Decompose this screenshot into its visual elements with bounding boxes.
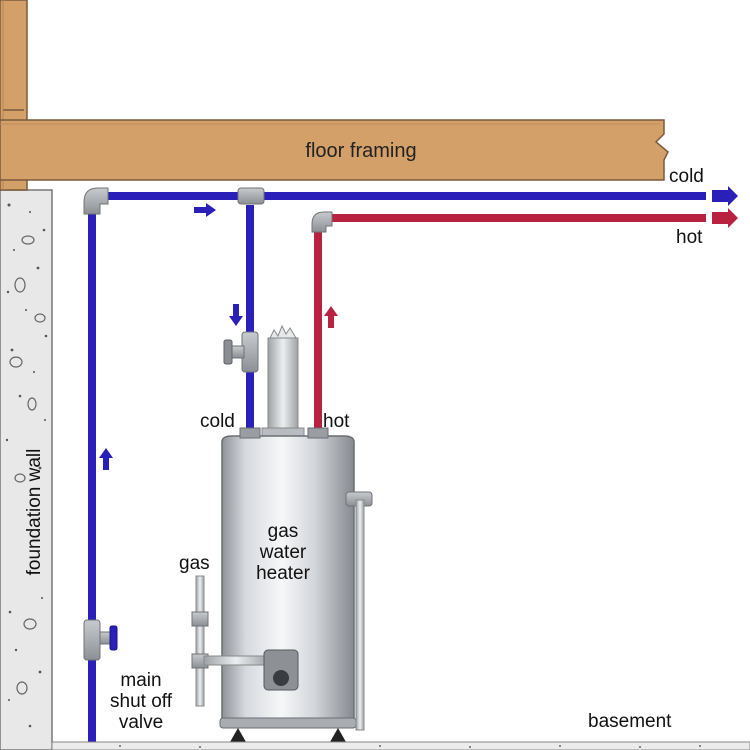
water-heater — [219, 427, 357, 742]
pipe-fittings — [83, 187, 333, 233]
cold-flow-up-arrow-icon — [99, 448, 113, 470]
hot-supply-label: hot — [676, 227, 703, 248]
shutoff-label-line: valve — [118, 712, 164, 733]
floor-framing-label: floor framing — [305, 140, 417, 162]
basement-floor — [51, 741, 750, 750]
main-shutoff-valve — [83, 619, 118, 661]
cold-pipe-network — [88, 192, 706, 745]
gas-label: gas — [179, 553, 210, 574]
cold-tee-fitting — [237, 187, 265, 205]
shutoff-label-line: shut off — [110, 691, 172, 712]
flue-vent — [261, 324, 305, 437]
cold-supply-label: cold — [669, 166, 704, 187]
cold-out-arrow-icon — [712, 186, 738, 206]
basement-label: basement — [588, 711, 672, 732]
heater-title-line: heater — [256, 563, 310, 584]
hot-outlet-label: hot — [323, 411, 350, 432]
outflow-arrows — [712, 186, 738, 228]
heater-cold-valve — [223, 331, 259, 373]
heater-foot — [230, 728, 246, 742]
cold-flow-down-arrow-icon — [229, 304, 243, 326]
cold-elbow-fitting — [83, 187, 109, 215]
hot-out-arrow-icon — [712, 208, 738, 228]
valve-handle-icon — [223, 339, 233, 365]
heater-foot — [330, 728, 346, 742]
relief-discharge-pipe — [345, 491, 373, 731]
flow-arrows — [99, 203, 338, 470]
main-shutoff-label: main shut off valve — [95, 670, 187, 733]
foundation-wall-label: foundation wall — [24, 448, 45, 576]
hot-pipe-network — [314, 214, 706, 436]
cold-inlet-label: cold — [200, 411, 235, 432]
heater-title: gas water heater — [238, 521, 328, 584]
shutoff-handle-icon — [109, 625, 118, 651]
floor-framing-beam — [0, 119, 669, 181]
shutoff-label-line: main — [120, 670, 162, 691]
hot-flow-up-arrow-icon — [324, 306, 338, 328]
concrete-speckles — [5, 203, 48, 728]
cold-flow-right-arrow-icon — [194, 203, 216, 217]
heater-title-line: gas — [267, 521, 299, 542]
heater-title-line: water — [259, 542, 307, 563]
foundation-wall — [0, 189, 53, 750]
concrete-aggregate — [9, 235, 46, 695]
hot-elbow-fitting — [311, 211, 333, 233]
gas-control-knob-icon — [273, 670, 289, 686]
gas-line — [191, 575, 299, 707]
